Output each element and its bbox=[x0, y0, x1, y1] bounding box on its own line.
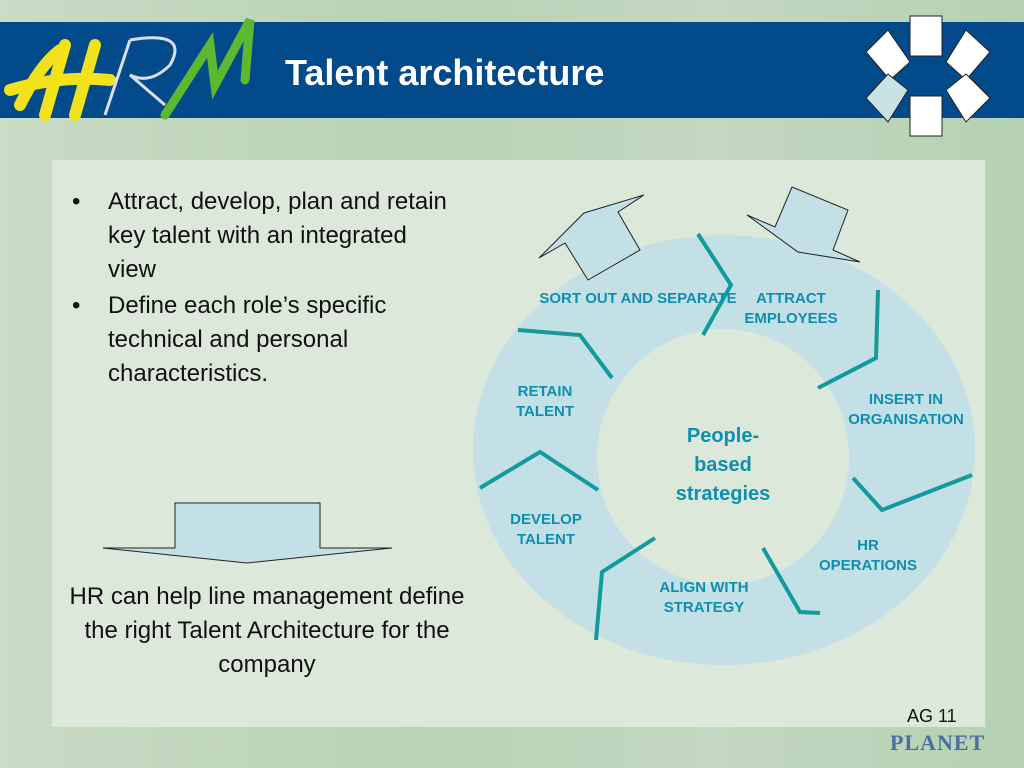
divider bbox=[696, 232, 734, 336]
planet-logo: PLANET bbox=[890, 730, 986, 755]
incoming-arrow-icon bbox=[746, 186, 861, 263]
stage-hr-operations: HR OPERATIONS bbox=[818, 537, 918, 574]
bullet-list: Attract, develop, plan and retain key ta… bbox=[70, 185, 450, 393]
stage-retain: RETAIN TALENT bbox=[515, 383, 575, 420]
stage-sort-out: SORT OUT AND SEPARATE bbox=[539, 290, 737, 307]
stage-align: ALIGN WITH STRATEGY bbox=[659, 579, 749, 616]
bullet-item: Attract, develop, plan and retain key ta… bbox=[70, 185, 450, 287]
bullet-item: Define each role’s specific technical an… bbox=[70, 289, 450, 391]
divider bbox=[517, 328, 614, 380]
stage-develop: DEVELOP TALENT bbox=[510, 511, 582, 548]
divider bbox=[478, 449, 600, 492]
stage-attract: ATTRACT EMPLOYEES bbox=[744, 290, 838, 327]
outgoing-arrow-icon bbox=[538, 194, 645, 281]
page-title: Talent architecture bbox=[285, 52, 605, 93]
divider bbox=[761, 546, 821, 615]
ring bbox=[473, 235, 975, 665]
stage-insert: INSERT IN ORGANISATION bbox=[848, 391, 964, 428]
cycle-center: People-based strategies bbox=[675, 425, 771, 505]
divider bbox=[851, 473, 973, 513]
divider bbox=[594, 536, 657, 641]
divider bbox=[817, 289, 880, 390]
down-arrow-icon bbox=[102, 502, 393, 564]
stage-dividers bbox=[478, 232, 973, 641]
hrm-logo bbox=[4, 17, 255, 121]
callout-text: HR can help line management define the r… bbox=[69, 583, 465, 678]
page-number: AG 11 bbox=[907, 706, 957, 726]
snowflake-logo-icon bbox=[865, 15, 991, 137]
